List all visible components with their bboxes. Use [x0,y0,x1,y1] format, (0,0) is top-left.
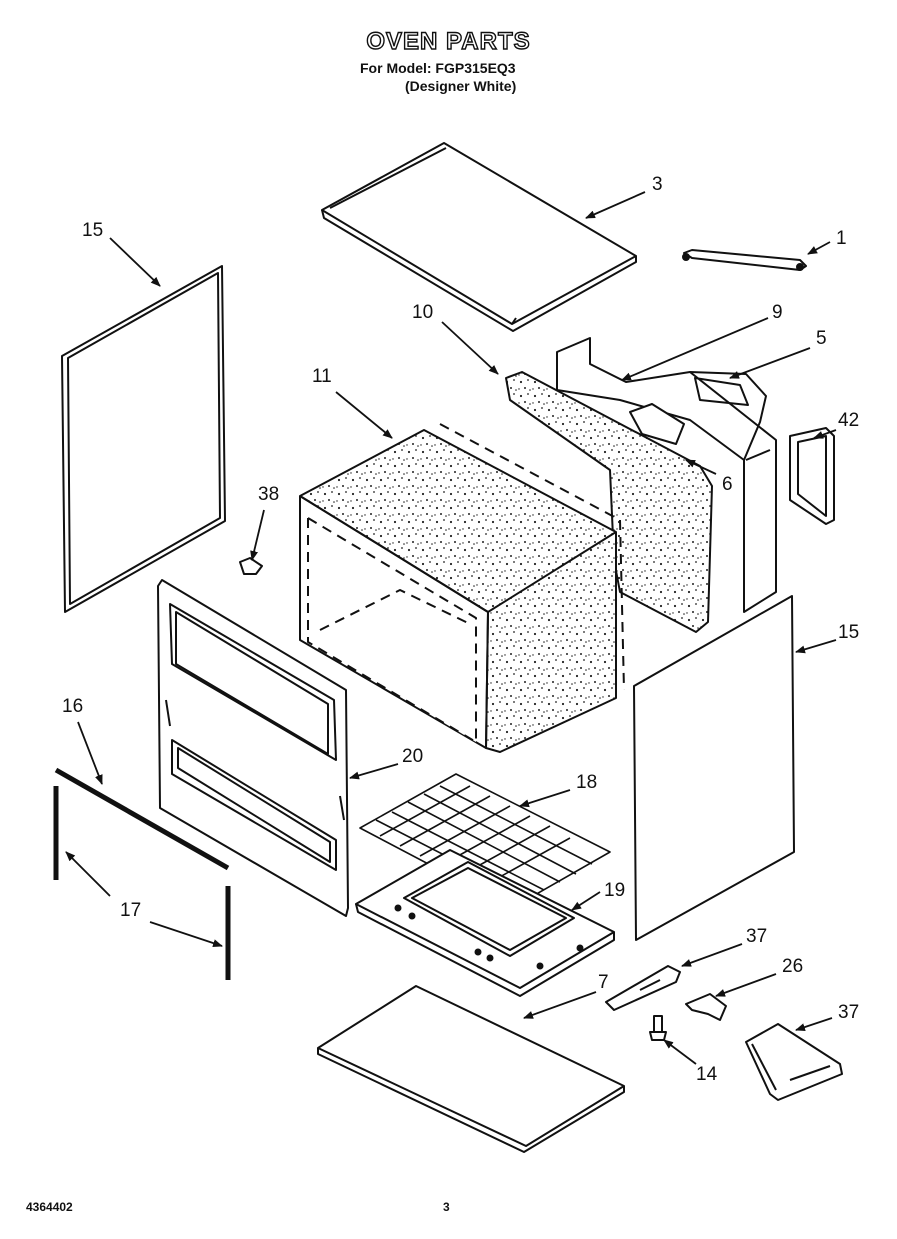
part-clip [239,557,263,575]
page-number: 3 [443,1200,450,1214]
part-right-side-panel [633,595,795,941]
part-leveling-bracket-upper [605,965,681,1011]
callout-1: 1 [836,228,847,249]
color-line: (Designer White) [405,78,517,94]
part-front-frame [157,579,349,917]
callout-10: 10 [412,302,433,323]
callout-16: 16 [62,696,83,717]
callout-7: 7 [598,972,609,993]
callout-5: 5 [816,328,827,349]
document-number: 4364402 [26,1200,73,1214]
part-leveling-leg [649,1015,667,1041]
callout-11: 11 [312,366,332,387]
part-rear-panel [556,337,777,613]
callout-26: 26 [782,956,803,977]
model-line: For Model: FGP315EQ3 [360,60,516,76]
part-bracket [682,249,807,271]
page-title: OVEN PARTS [366,27,531,55]
part-rear-insulation [505,371,713,633]
callout-38: 38 [258,484,279,505]
part-left-side-panel [61,265,226,613]
callout-14: 14 [696,1064,718,1085]
part-leveling-bracket-lower [745,1023,843,1101]
leader-arrows [65,191,837,1065]
callout-15-right: 15 [838,622,859,643]
callout-3: 3 [652,174,663,195]
callout-37-bottom: 37 [838,1002,859,1023]
part-oven-liner-insulation [299,423,625,753]
callout-20: 20 [402,746,423,767]
callout-18: 18 [576,772,597,793]
callout-17: 17 [120,900,141,921]
part-trim-strips [53,767,231,980]
part-top-panel [321,142,637,332]
callout-6: 6 [722,474,733,495]
callout-37-top: 37 [746,926,767,947]
callout-labels: 3 1 15 10 9 5 11 42 6 38 15 16 20 18 17 … [62,174,859,1085]
part-vent-box [789,427,835,525]
part-oven-bottom [355,849,615,997]
callout-42: 42 [838,410,859,431]
part-anti-tip-clip [685,993,727,1021]
part-bottom-panel [317,985,625,1153]
callout-15-left: 15 [82,220,103,241]
callout-19: 19 [604,880,625,901]
callout-9: 9 [772,302,783,323]
